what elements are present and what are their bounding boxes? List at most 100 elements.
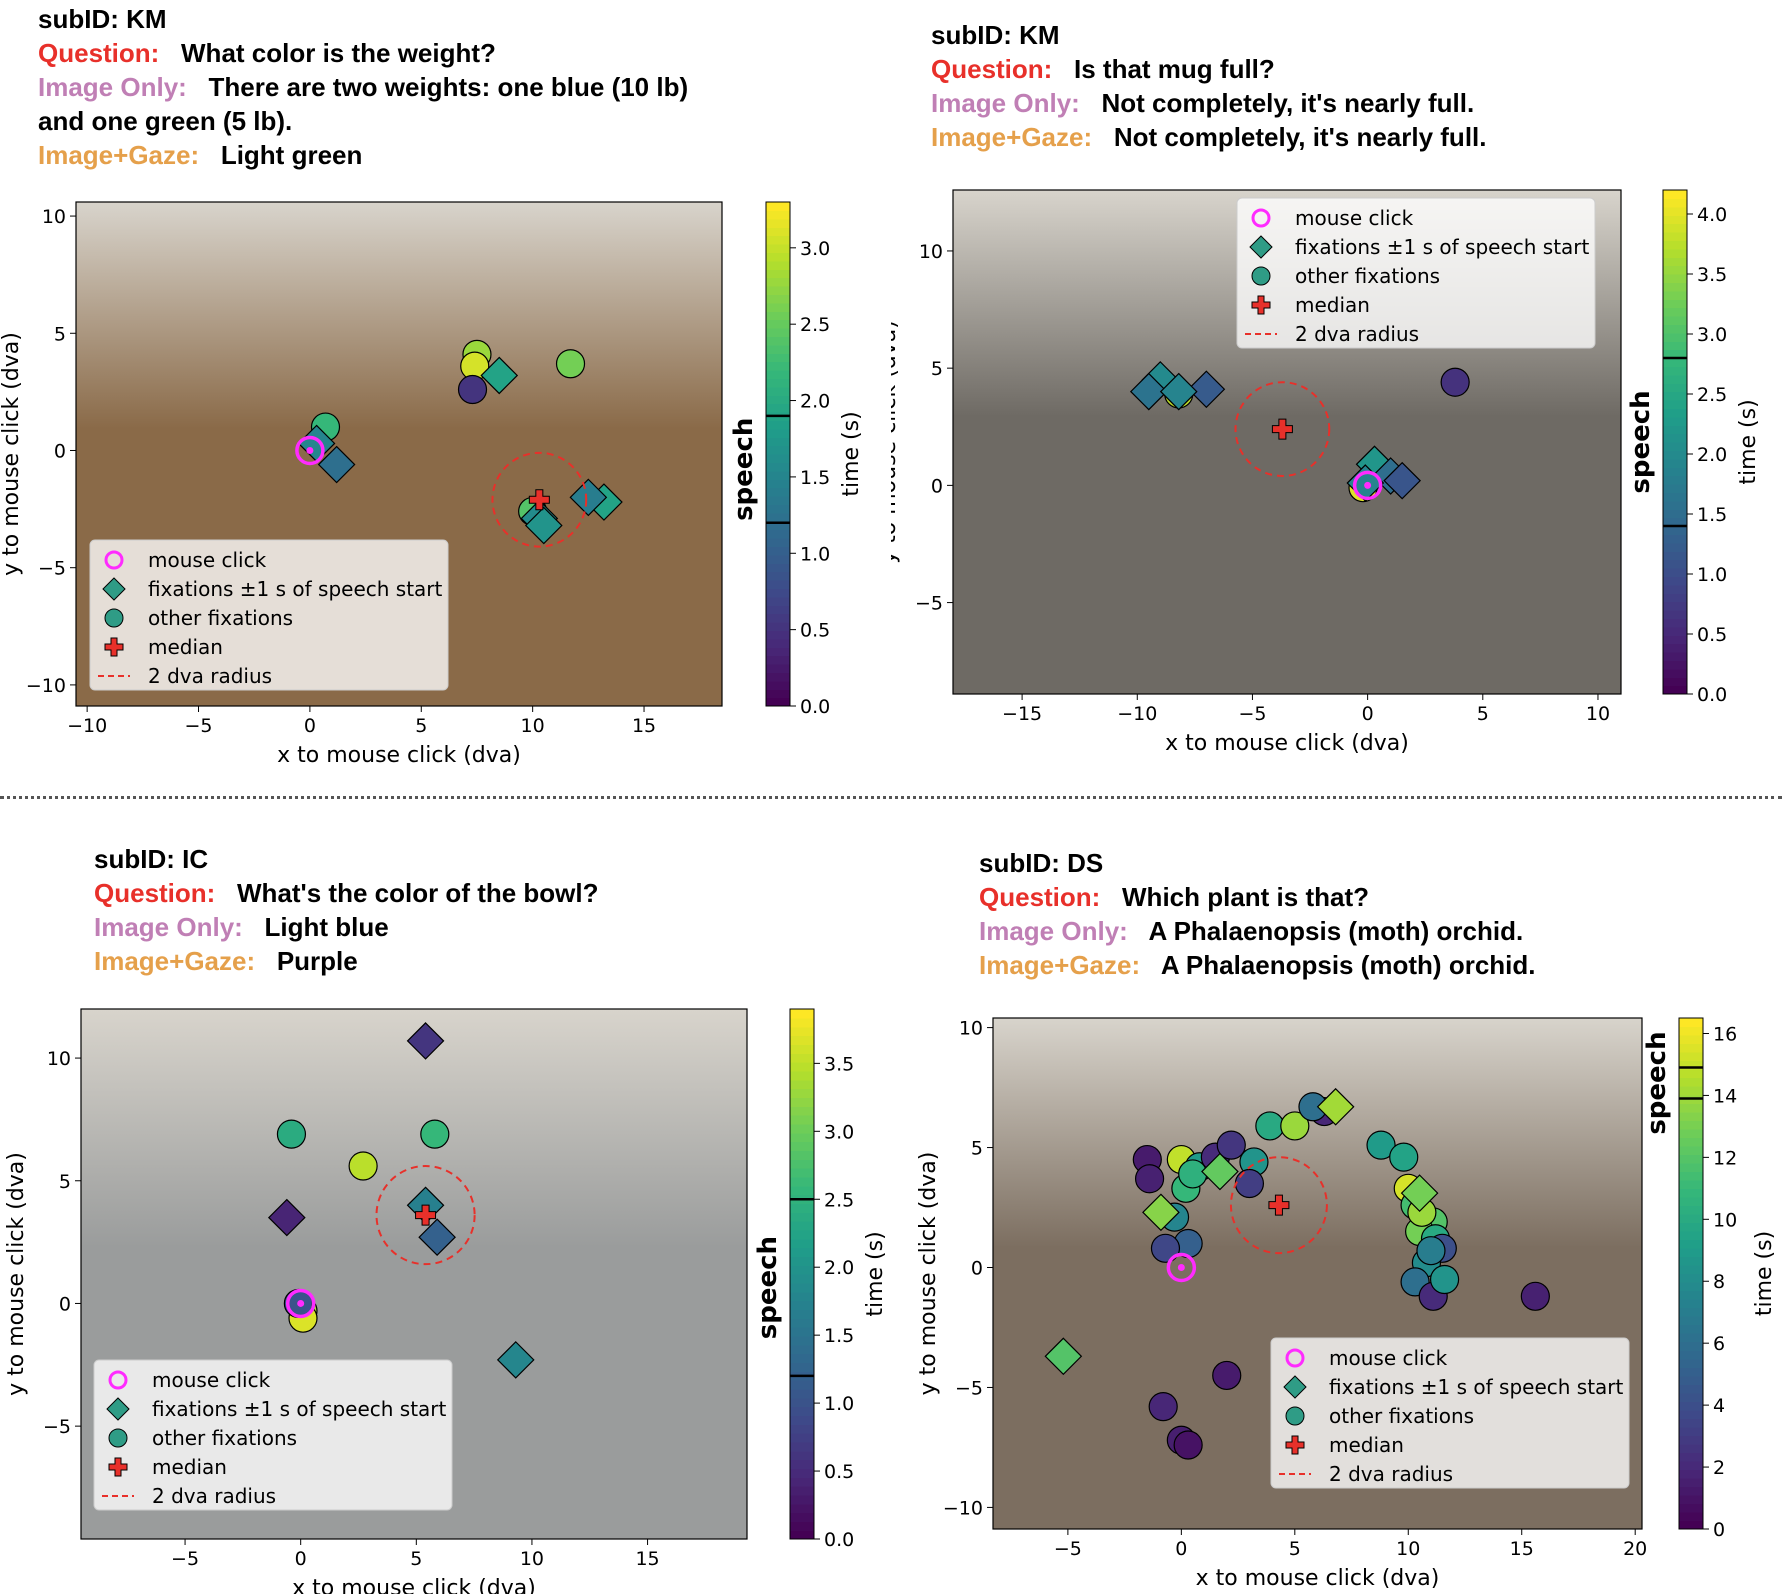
colorbar-segment: [766, 605, 790, 615]
question-line: Question: What color is the weight?: [38, 36, 496, 70]
colorbar-tick-label: 0.5: [1697, 624, 1727, 646]
colorbar-segment: [1663, 383, 1687, 393]
colorbar-segment: [1663, 635, 1687, 645]
legend-circle-icon: [104, 608, 124, 628]
legend-label: 2 dva radius: [1295, 322, 1419, 346]
colorbar-segment: [1679, 1256, 1703, 1266]
legend-circle-icon: [1251, 266, 1271, 286]
colorbar-segment: [1663, 626, 1687, 636]
colorbar-segment: [1679, 1341, 1703, 1351]
colorbar-segment: [790, 1212, 814, 1222]
colorbar-segment: [766, 580, 790, 589]
colorbar-tick-label: 3.5: [1697, 264, 1727, 286]
colorbar-label: time (s): [863, 1231, 888, 1316]
colorbar-segment: [766, 328, 790, 337]
y-tick-label: 10: [919, 241, 943, 263]
subid-label: subID: KM: [931, 20, 1060, 50]
colorbar-tick-label: 4.0: [1697, 204, 1727, 226]
x-tick-label: 15: [632, 715, 656, 737]
colorbar-segment: [1679, 1358, 1703, 1368]
legend-label: fixations ±1 s of speech start: [152, 1397, 447, 1421]
colorbar-segment: [1679, 1239, 1703, 1249]
x-tick-label: 10: [521, 715, 545, 737]
colorbar-segment: [766, 512, 790, 522]
legend-label: 2 dva radius: [1329, 1462, 1453, 1486]
colorbar-segment: [1663, 517, 1687, 527]
colorbar-segment: [1679, 1401, 1703, 1411]
colorbar-segment: [1679, 1026, 1703, 1036]
colorbar-segment: [1663, 416, 1687, 426]
colorbar-segment: [1679, 1409, 1703, 1419]
speech-fixation-point: [406, 1022, 445, 1060]
speech-fixation-point: [496, 1341, 535, 1379]
colorbar-segment: [1679, 1247, 1703, 1258]
colorbar-tick-label: 1.0: [1697, 564, 1727, 586]
y-axis-label: y to mouse click (dva): [4, 1152, 29, 1396]
colorbar-segment: [766, 504, 790, 514]
mouse-click-marker: [295, 435, 325, 466]
colorbar-segment: [766, 235, 790, 245]
colorbar-segment: [1663, 307, 1687, 317]
y-tick-label: 0: [54, 440, 66, 462]
colorbar-segment: [1663, 232, 1687, 241]
colorbar-segment: [1663, 610, 1687, 619]
colorbar-label: time (s): [839, 411, 864, 496]
colorbar-segment: [790, 1088, 814, 1098]
section-divider: [0, 796, 1782, 799]
other-fixation-point: [1440, 367, 1470, 397]
colorbar-segment: [766, 445, 790, 455]
colorbar-segment: [766, 336, 790, 346]
colorbar-segment: [790, 1406, 814, 1416]
speech-fixation-point: [1142, 1193, 1180, 1232]
speech-fixation-point: [524, 506, 563, 545]
colorbar-segment: [766, 361, 790, 371]
image-only-label: Image Only:: [931, 88, 1080, 118]
image-gaze-label: Image+Gaze:: [931, 122, 1093, 152]
image-only-line-2: and one green (5 lb).: [38, 106, 293, 136]
legend-label: median: [152, 1455, 227, 1479]
colorbar-segment: [766, 622, 790, 631]
image-gaze-text: Light green: [220, 140, 363, 170]
colorbar-label: time (s): [1736, 399, 1761, 484]
legend-label: 2 dva radius: [152, 1484, 276, 1508]
colorbar-segment: [766, 319, 790, 329]
legend-label: mouse click: [148, 548, 267, 572]
colorbar-segment: [790, 1459, 814, 1469]
colorbar-segment: [1679, 1367, 1703, 1377]
other-fixation-point: [1520, 1281, 1550, 1311]
speech-label: speech: [753, 1236, 783, 1339]
speech-label: speech: [1642, 1031, 1672, 1134]
colorbar-tick-label: 1.0: [824, 1393, 854, 1415]
colorbar-tick-label: 3.5: [824, 1053, 854, 1075]
colorbar-frame: [1662, 189, 1688, 695]
speech-fixation-point: [1187, 370, 1226, 409]
colorbar-frame: [1678, 1017, 1704, 1530]
x-axis-label: x to mouse click (dva): [277, 743, 521, 768]
other-fixation-point: [276, 1119, 307, 1149]
colorbar-segment: [766, 311, 790, 321]
legend-label: mouse click: [1329, 1346, 1448, 1370]
colorbar-segment: [790, 1388, 814, 1399]
colorbar-segment: [766, 210, 790, 220]
colorbar-segment: [766, 260, 790, 270]
colorbar-segment: [790, 1335, 814, 1346]
colorbar-segment: [790, 1097, 814, 1107]
subid-label: subID: KM: [38, 4, 167, 34]
colorbar-segment: [1679, 1103, 1703, 1113]
colorbar-segment: [766, 672, 790, 682]
y-tick-label: −10: [26, 675, 66, 697]
colorbar-segment: [1679, 1435, 1703, 1445]
colorbar-segment: [766, 428, 790, 438]
colorbar-segment: [1679, 1128, 1703, 1138]
colorbar-segment: [1663, 290, 1687, 300]
x-axis-label: x to mouse click (dva): [1165, 731, 1409, 756]
x-tick-label: 0: [304, 715, 316, 737]
axes-frame: [80, 1008, 748, 1540]
colorbar-segment: [1679, 1520, 1703, 1530]
colorbar-segment: [790, 1070, 814, 1081]
question-text: Is that mug full?: [1074, 54, 1275, 84]
